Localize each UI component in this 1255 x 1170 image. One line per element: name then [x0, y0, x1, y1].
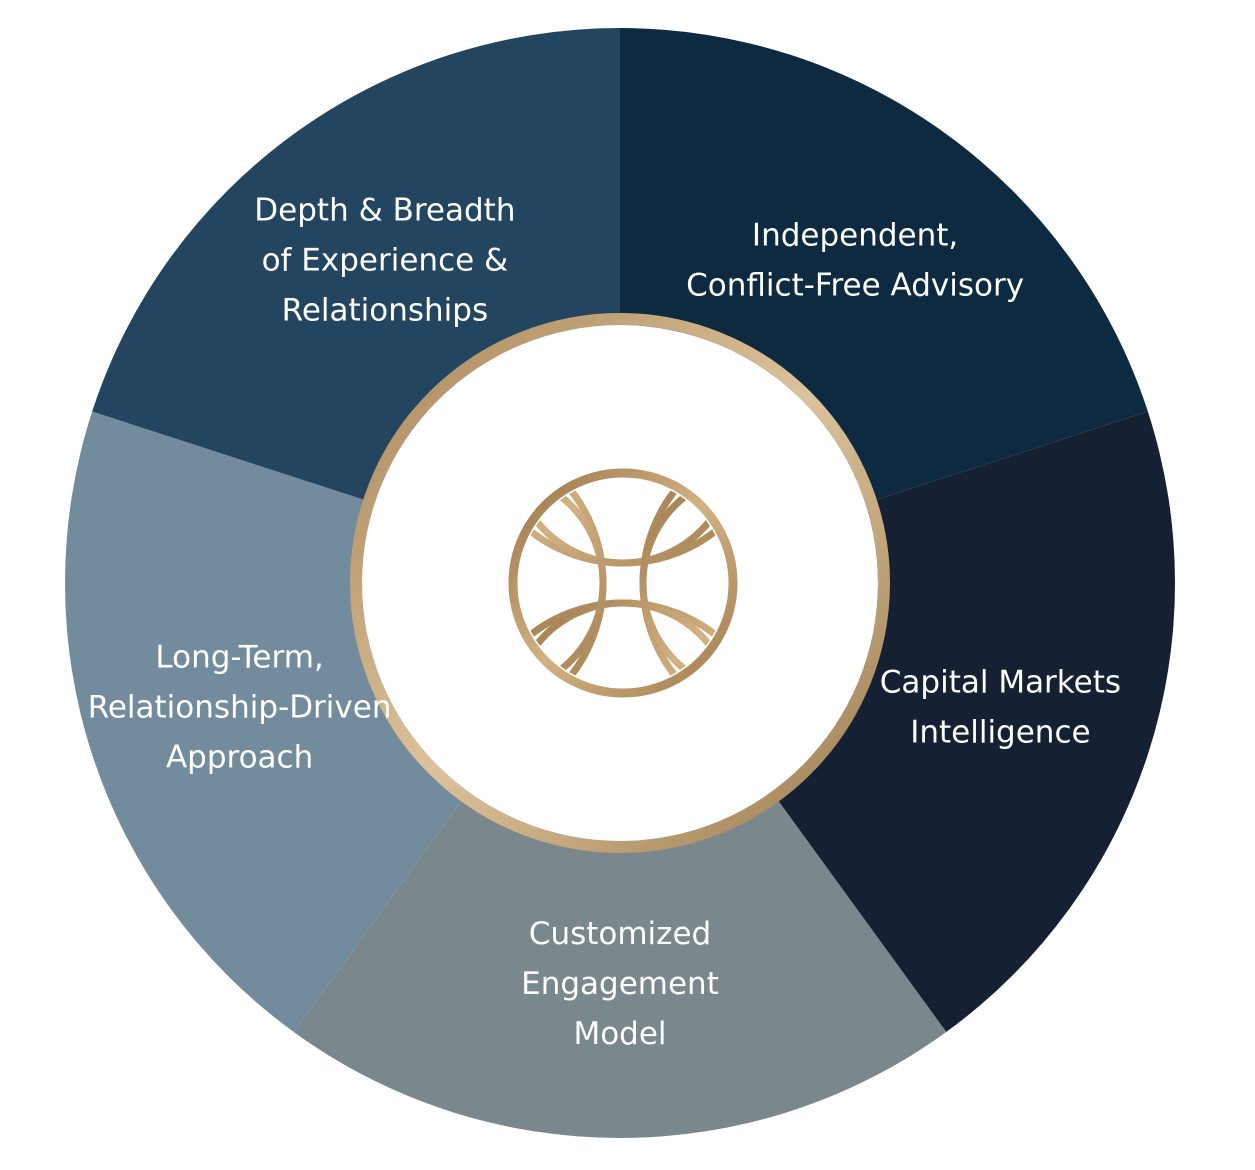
segment-label-line: Customized: [529, 916, 711, 952]
center-gold-ring: [350, 313, 890, 853]
segment-label-line: Capital Markets: [880, 665, 1121, 701]
segment-depth-breadth: [92, 28, 620, 506]
segment-long-term-approach: [64, 411, 474, 1032]
segment-label-line: Independent,: [752, 217, 958, 253]
interlaced-arcs-logo-icon: [508, 468, 738, 698]
segment-label-line: Depth & Breadth: [254, 192, 515, 228]
center-disc: [362, 325, 878, 841]
segment-label-line: Relationship-Driven: [88, 690, 392, 726]
segment-label-line: Intelligence: [910, 715, 1090, 751]
segment-label-line: Approach: [166, 740, 313, 776]
segment-label-line: Relationships: [282, 292, 488, 328]
segment-labels: Independent, Conflict-Free AdvisoryCapita…: [88, 192, 1121, 1052]
segment-label-line: Model: [573, 1016, 666, 1052]
segment-label-depth-breadth: Depth & Breadth of Experience & Relationsh…: [254, 192, 515, 328]
segment-capital-markets: [766, 411, 1176, 1032]
wheel-segments: [64, 27, 1176, 1138]
segment-independent-advisory: [620, 27, 1148, 506]
segment-label-independent-advisory: Independent, Conflict-Free Advisory: [686, 217, 1024, 303]
segment-customized-engagement: [293, 785, 947, 1138]
segment-label-line: Engagement: [521, 966, 719, 1002]
segment-label-line: of Experience &: [262, 242, 509, 278]
segment-label-line: Long-Term,: [155, 640, 323, 676]
segment-label-line: Conflict-Free Advisory: [686, 267, 1024, 303]
